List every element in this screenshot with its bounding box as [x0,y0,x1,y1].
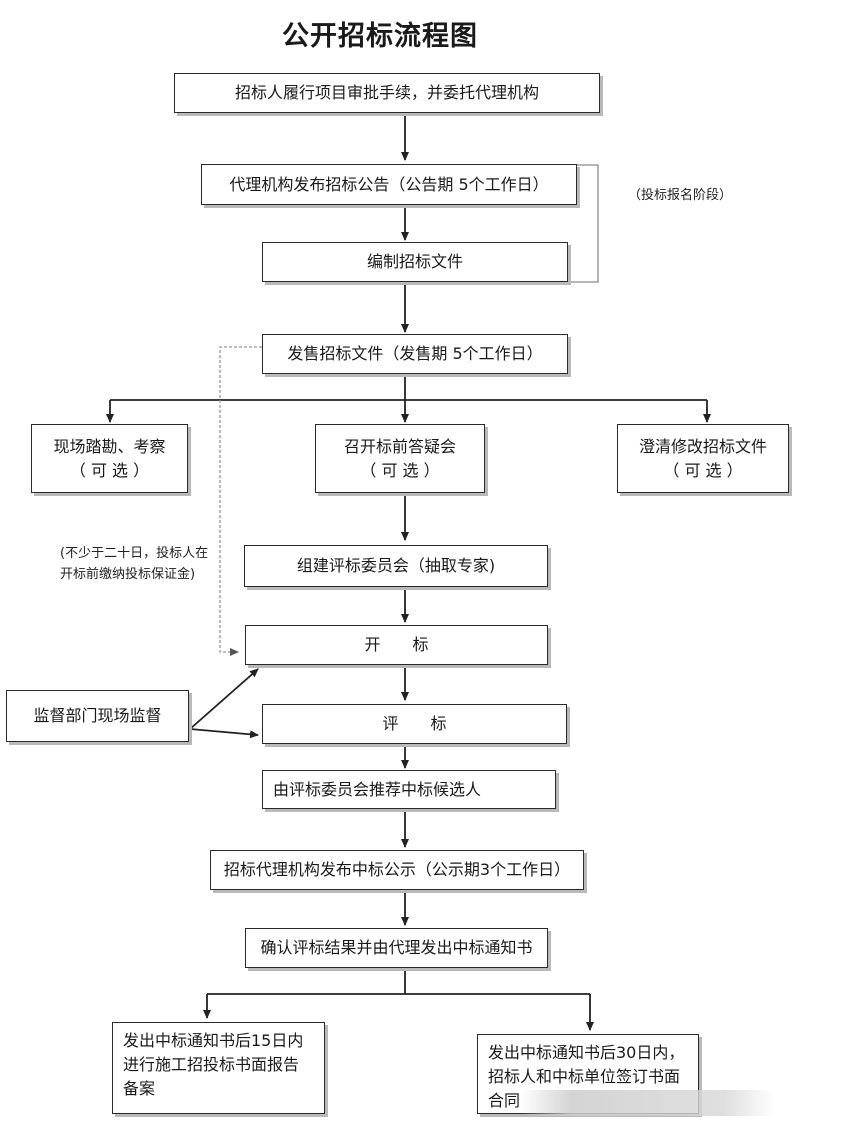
step-recommend-label: 由评标委员会推荐中标候选人 [273,779,482,799]
step-report: 发出中标通知书后15日内进行施工招投标书面报告备案 [112,1022,325,1114]
step-prepare-docs-label: 编制招标文件 [366,252,463,271]
step-evaluate: 评标 [262,704,567,744]
step-approval: 招标人履行项目审批手续，并委托代理机构 [174,73,600,113]
page-title: 公开招标流程图 [282,21,478,52]
step-announce-label: 代理机构发布招标公告（公告期 5个工作日） [229,174,549,194]
step-sell-docs-label: 发售招标文件（发售期 5个工作日） [287,344,543,363]
step-publicity: 招标代理机构发布中标公示（公示期3个工作日） [210,850,584,890]
step-notice: 确认评标结果并由代理发出中标通知书 [245,928,548,968]
step-approval-label: 招标人履行项目审批手续，并委托代理机构 [234,83,539,102]
step-site-visit-line2: （ 可 选 ） [69,460,150,480]
step-clarify-line1: 澄清修改招标文件 [638,436,767,456]
step-committee: 组建评标委员会（抽取专家) [244,545,548,587]
step-site-visit: 现场踏勘、考察 （ 可 选 ） [31,424,188,493]
dotted-sell-to-open [219,346,262,656]
step-clarify-line2: （ 可 选 ） [663,460,743,480]
watermark-blur [520,1090,775,1116]
bracket-registration [568,164,599,283]
step-notice-label: 确认评标结果并由代理发出中标通知书 [260,938,533,957]
step-qa-meeting-line2: （ 可 选 ） [360,460,440,480]
step-publicity-label: 招标代理机构发布中标公示（公示期3个工作日） [223,860,571,879]
supervision-box: 监督部门现场监督 [6,690,189,742]
step-contract-label: 发出中标通知书后30日内，招标人和中标单位签订书面合同 [488,1043,685,1110]
step-qa-meeting: 召开标前答疑会 （ 可 选 ） [315,424,485,493]
note-deposit: (不少于二十日，投标人在开标前缴纳投标保证金) [60,546,209,582]
step-sell-docs: 发售招标文件（发售期 5个工作日） [262,334,568,374]
step-committee-label: 组建评标委员会（抽取专家) [296,556,496,575]
step-evaluate-label: 评标 [382,714,479,733]
step-site-visit-line1: 现场踏勘、考察 [53,436,166,456]
arrow-supervision-evaluate [189,728,259,739]
supervision-label: 监督部门现场监督 [33,706,162,725]
step-report-label: 发出中标通知书后15日内进行施工招投标书面报告备案 [123,1031,304,1098]
arrow-supervision-open [189,668,259,730]
step-open-bid-label: 开标 [364,635,461,654]
note-registration: （投标报名阶段） [628,188,733,203]
step-open-bid: 开标 [245,625,548,665]
step-qa-meeting-line1: 召开标前答疑会 [343,436,456,456]
step-recommend: 由评标委员会推荐中标候选人 [262,770,556,809]
step-prepare-docs: 编制招标文件 [262,242,568,282]
step-clarify: 澄清修改招标文件 （ 可 选 ） [617,424,789,493]
step-announce: 代理机构发布招标公告（公告期 5个工作日） [201,164,577,205]
